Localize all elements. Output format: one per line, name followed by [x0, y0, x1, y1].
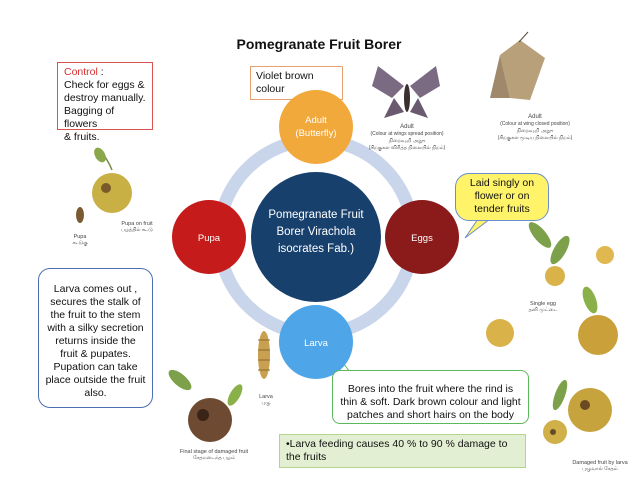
larva-note-line: with a silky secretion [47, 322, 144, 334]
control-line: Check for eggs & [64, 79, 145, 91]
laid-singly-note: Laid singly on flower or on tender fruit… [455, 173, 549, 221]
laid-line: tender fruits [474, 203, 530, 215]
damage-note: •Larva feeding causes 40 % to 90 % damag… [279, 434, 526, 468]
control-line: & fruits. [64, 131, 100, 143]
center-circle [251, 172, 381, 302]
bores-line: Bores into the fruit where the rind is [347, 383, 514, 395]
bores-line: thin & soft. Dark brown colour and light [340, 396, 521, 408]
adult-open-caption: (Colour at wings spread position) [370, 131, 443, 137]
larva-stage-label: Larva [304, 338, 328, 349]
control-note: Control : Check for eggs & destroy manua… [57, 62, 153, 143]
egg-on-fruit-illustration [486, 222, 618, 355]
damaged-fruit-caption: Damaged fruit by larva [572, 460, 628, 466]
final-stage-fruit-illustration [168, 369, 243, 442]
larva-note-line: returns inside the [55, 335, 136, 347]
control-line: destroy manually. [64, 92, 146, 104]
pupa-stage-node [172, 200, 246, 274]
larva-caption: புழு [261, 400, 271, 406]
pupa-fruit-caption: பழத்தில் கூ.டு [121, 227, 153, 233]
larva-note-line: Pupation can take [53, 361, 138, 373]
bores-line: patches and short hairs on the body [347, 409, 514, 421]
damage-line: •Larva feeding causes 40 % to 90 % damag… [286, 438, 508, 450]
laid-callout-pointer [464, 218, 492, 239]
control-line: Bagging of flowers [64, 105, 115, 130]
center-label-line: Pomegranate Fruit [268, 209, 364, 221]
larva-note-line: also. [84, 387, 107, 399]
final-stage-caption: சேதமடைந்த பழம் [193, 455, 235, 461]
adult-closed-caption: Adult [528, 114, 542, 120]
single-egg-caption: தனி முட்டை [529, 307, 558, 313]
final-stage-caption: Final stage of damaged fruit [180, 449, 249, 455]
adult-open-caption: நிறைவு.றி அநுு [389, 138, 426, 144]
center-label-line: isocrates Fab.) [278, 243, 354, 255]
laid-line: Laid singly on [469, 177, 535, 189]
larva-stage-node [279, 305, 353, 379]
adult-closed-caption: (Colour at wing closed position) [500, 121, 570, 127]
adult-closed-caption: நிறைவு.றி அநுு [517, 128, 554, 134]
adult-butterfly-open-illustration [372, 66, 440, 118]
damage-line: the fruits [286, 451, 327, 463]
laid-line: flower or on [474, 190, 530, 202]
adult-stage-node [279, 90, 353, 164]
control-keyword: Control [64, 66, 98, 78]
larva-caption: Larva [259, 394, 274, 400]
adult-open-caption: Adult [400, 124, 414, 130]
larva-note-line: place outside the fruit [45, 374, 146, 386]
adult-open-caption: (சிறகுகள விரித்த நிலையில் நிறம்) [369, 145, 446, 151]
eggs-stage-node [385, 200, 459, 274]
damaged-fruit-caption: புழுவால் சேதம் [582, 466, 618, 472]
adult-stage-label: Adult [305, 115, 327, 126]
violet-line: Violet brown [256, 70, 314, 82]
pupa-fruit-illustration [76, 147, 132, 223]
larva-note-line: secures the stalk of [50, 296, 141, 308]
damaged-fruit-illustration [543, 379, 612, 444]
pupa-fruit-caption: Pupa on fruit [121, 221, 153, 227]
larva-behaviour-note: Larva comes out , secures the stalk of t… [38, 268, 153, 408]
eggs-stage-label: Eggs [411, 233, 433, 244]
pupa-stage-label: Pupa [198, 233, 221, 244]
center-label-line: Borer Virachola [276, 226, 356, 238]
larva-note-line: fruit & pupates. [60, 348, 131, 360]
larva-note-line: the fruit to the stem [50, 309, 141, 321]
pupa-caption: Pupa [74, 234, 88, 240]
adult-butterfly-closed-illustration [490, 31, 545, 100]
adult-stage-label: (Butterfly) [295, 128, 336, 139]
single-egg-caption: Single egg [530, 301, 556, 307]
control-suffix: : [97, 66, 104, 78]
violet-line: colour [256, 83, 285, 95]
larva-note-line: Larva comes out , [53, 283, 138, 295]
page-title: Pomegranate Fruit Borer [236, 36, 402, 52]
larva-illustration [258, 331, 270, 379]
bores-into-fruit-note: Bores into the fruit where the rind is t… [332, 370, 529, 424]
pupa-caption: கூ.டுகு [72, 240, 88, 246]
adult-closed-caption: (சிறகுகள மூடிய நிலையில் நிறம்) [498, 135, 573, 141]
